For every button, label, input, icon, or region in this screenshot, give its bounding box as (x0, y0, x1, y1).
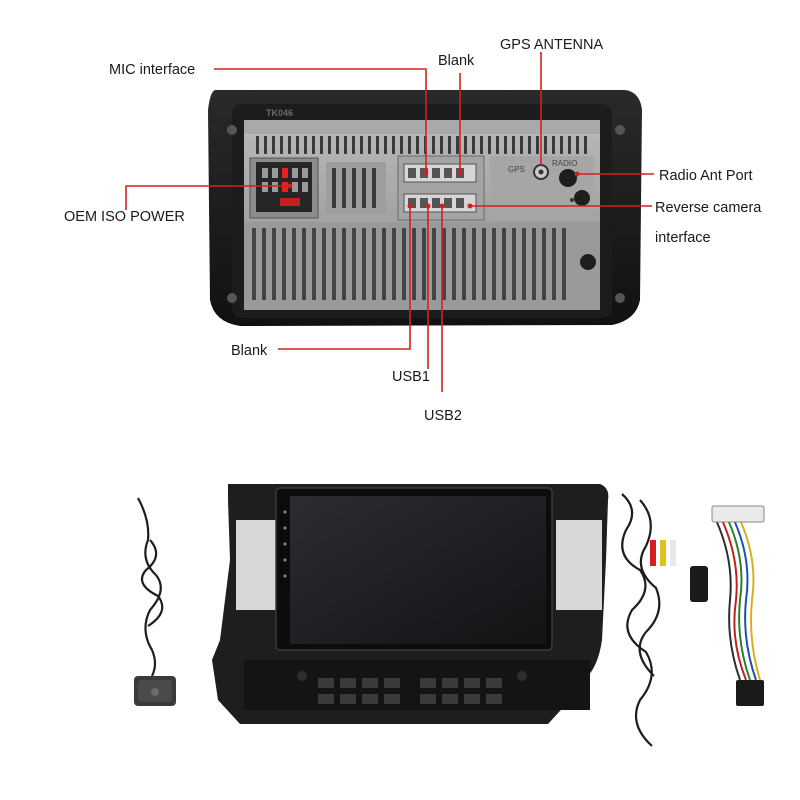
radio-ant-port-label: Radio Ant Port (659, 168, 753, 184)
middle-vents (326, 162, 386, 214)
callout-lines (125, 52, 654, 392)
lower-vents (244, 222, 600, 310)
blank-top-label: Blank (438, 53, 475, 69)
reverse-camera-label-line1: Reverse camera (655, 200, 762, 216)
connector-panel (397, 155, 485, 221)
usb1-label: USB1 (392, 369, 430, 385)
rear-unit: TK046 (208, 90, 642, 326)
model-marking: TK046 (266, 108, 293, 118)
top-vents (256, 136, 587, 154)
antenna-area: GPS RADIO (490, 156, 594, 220)
iso-power-connector (249, 157, 319, 219)
gps-antenna-accessory (134, 497, 176, 706)
oem-iso-callout-line (125, 185, 290, 210)
cable-bundle-2 (711, 505, 765, 706)
oem-iso-power-label: OEM ISO POWER (64, 209, 185, 225)
gps-marking: GPS (508, 165, 525, 174)
mic-interface-label: MIC interface (109, 62, 195, 78)
blank-bottom-label: Blank (231, 343, 268, 359)
screen (290, 496, 546, 644)
callout-dots (287, 169, 580, 209)
usb2-label: USB2 (424, 408, 462, 424)
cable-bundle-1 (621, 493, 708, 747)
radio-antenna-socket (559, 169, 577, 187)
mic-callout-line (214, 68, 427, 172)
radio-marking: RADIO (552, 159, 577, 168)
head-unit-front (212, 484, 609, 724)
blank-bottom-callout-line (278, 206, 411, 350)
reverse-camera-label-line2: interface (655, 230, 711, 246)
gps-antenna-label: GPS ANTENNA (500, 37, 603, 53)
